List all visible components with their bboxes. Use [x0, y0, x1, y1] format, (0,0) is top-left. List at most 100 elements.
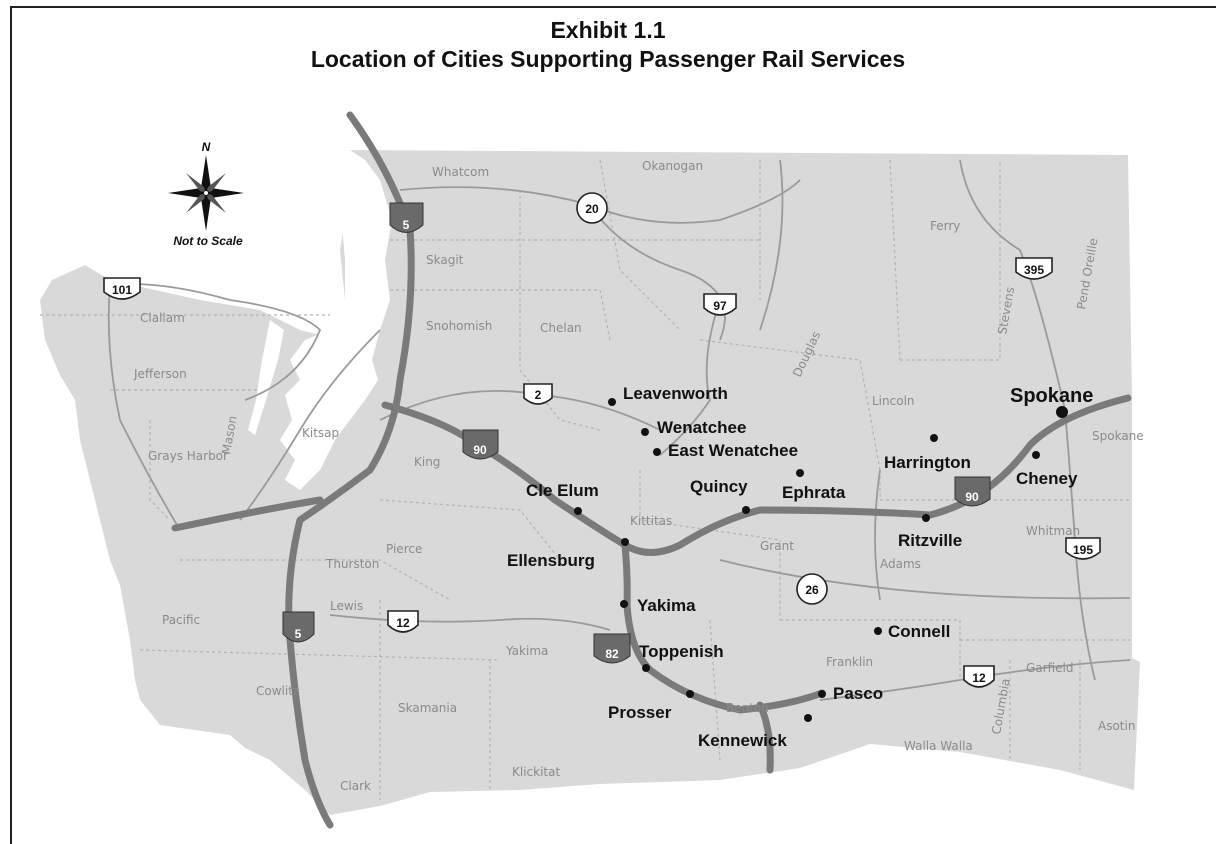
city-dot-kennewick — [804, 714, 812, 722]
city-dot-ephrata — [796, 469, 804, 477]
compass-rose-icon — [168, 155, 244, 231]
i90-west-shield: 90 — [462, 429, 499, 460]
city-dot-prosser — [686, 690, 694, 698]
us395-shield: 395 — [1015, 257, 1053, 280]
city-label-connell: Connell — [888, 622, 950, 641]
city-label-wenatchee: Wenatchee — [657, 418, 746, 437]
county-label: Pacific — [162, 613, 200, 627]
city-dot-harrington — [930, 434, 938, 442]
i5-north-shield: 5 — [389, 202, 424, 233]
county-label: Chelan — [540, 321, 582, 335]
exhibit-title: Exhibit 1.1 Location of Cities Supportin… — [0, 16, 1216, 74]
svg-text:5: 5 — [403, 218, 410, 232]
svg-text:395: 395 — [1024, 263, 1044, 277]
city-dot-wenatchee — [641, 428, 649, 436]
us12-east-shield: 12 — [963, 665, 995, 688]
hood-canal — [248, 320, 284, 435]
county-label: Yakima — [505, 644, 548, 658]
us12-west-shield: 12 — [387, 610, 419, 633]
city-labels: Spokane Leavenworth Wenatchee East Wenat… — [507, 384, 1093, 750]
city-label-kennewick: Kennewick — [698, 731, 787, 750]
city-label-leavenworth: Leavenworth — [623, 384, 728, 403]
exhibit-number: Exhibit 1.1 — [550, 17, 666, 43]
svg-text:20: 20 — [585, 202, 599, 216]
svg-text:101: 101 — [112, 283, 132, 297]
city-dot-quincy — [742, 506, 750, 514]
city-dot-ritzville — [922, 514, 930, 522]
county-label: Skagit — [426, 253, 464, 267]
county-label: Ferry — [930, 219, 960, 233]
city-dot-ellensburg — [621, 538, 629, 546]
city-dot-spokane — [1056, 406, 1068, 418]
city-label-ephrata: Ephrata — [782, 483, 846, 502]
city-dot-east-wenatchee — [653, 448, 661, 456]
county-label: Grays Harbor — [148, 449, 228, 463]
county-label: Asotin — [1098, 719, 1135, 733]
road-network — [107, 159, 1131, 701]
svg-text:97: 97 — [713, 299, 727, 313]
county-label: Pierce — [386, 542, 422, 556]
county-label: Whatcom — [432, 165, 489, 179]
svg-text:12: 12 — [972, 671, 986, 685]
city-label-harrington: Harrington — [884, 453, 971, 472]
city-dots — [574, 398, 1068, 722]
city-dot-toppenish — [642, 664, 650, 672]
county-label: Garfield — [1026, 661, 1073, 675]
county-label: Spokane — [1092, 429, 1144, 443]
county-label: Mason — [219, 415, 240, 456]
svg-text:90: 90 — [965, 490, 979, 504]
i90-east-shield: 90 — [954, 476, 991, 507]
city-dot-pasco — [818, 690, 826, 698]
county-label: Snohomish — [426, 319, 492, 333]
county-label: Klickitat — [512, 765, 560, 779]
city-dot-cheney — [1032, 451, 1040, 459]
city-label-toppenish: Toppenish — [639, 642, 724, 661]
us2-shield: 2 — [523, 383, 553, 405]
city-dot-connell — [874, 627, 882, 635]
i5-route — [285, 111, 415, 829]
sr20-shield: 20 — [576, 192, 608, 224]
county-label: Skamania — [398, 701, 457, 715]
city-label-cle-elum: Cle Elum — [526, 481, 599, 500]
county-label: Okanogan — [642, 159, 703, 173]
city-label-spokane: Spokane — [1010, 385, 1093, 407]
us97-shield: 97 — [703, 293, 737, 316]
city-label-east-wenatchee: East Wenatchee — [668, 441, 798, 460]
city-label-pasco: Pasco — [833, 684, 883, 703]
scale-note: Not to Scale — [173, 234, 243, 248]
county-label: Clark — [340, 779, 371, 793]
exhibit-caption: Location of Cities Supporting Passenger … — [310, 46, 906, 72]
county-label: Kittitas — [630, 514, 672, 528]
county-label: Benton — [726, 701, 769, 715]
city-label-ritzville: Ritzville — [898, 531, 962, 550]
city-dot-leavenworth — [608, 398, 616, 406]
state-landmass — [40, 150, 1140, 815]
sr26-shield: 26 — [796, 573, 828, 605]
i5-south-shield: 5 — [282, 611, 315, 643]
sr16-west — [171, 496, 324, 532]
city-label-yakima: Yakima — [637, 596, 696, 615]
svg-text:82: 82 — [605, 647, 619, 661]
county-label: Cowlitz — [256, 684, 299, 698]
city-label-cheney: Cheney — [1016, 469, 1078, 488]
svg-text:90: 90 — [473, 443, 487, 457]
county-labels: Whatcom Okanogan Ferry Stevens Pend Orei… — [133, 159, 1144, 793]
county-label: Clallam — [140, 311, 185, 325]
i82-shield: 82 — [593, 633, 631, 664]
compass-north-label: N — [202, 140, 211, 154]
county-label: King — [414, 455, 440, 469]
county-label: Adams — [880, 557, 921, 571]
svg-text:26: 26 — [805, 583, 819, 597]
i82-route — [621, 541, 826, 714]
county-label: Jefferson — [133, 367, 187, 381]
county-label: Lewis — [330, 599, 363, 613]
county-label: Lincoln — [872, 394, 915, 408]
us101-shield: 101 — [103, 277, 141, 300]
us195-shield: 195 — [1065, 537, 1101, 560]
county-label: Franklin — [826, 655, 873, 669]
city-label-quincy: Quincy — [690, 477, 748, 496]
city-label-ellensburg: Ellensburg — [507, 551, 595, 570]
city-label-prosser: Prosser — [608, 703, 672, 722]
i182-route — [756, 701, 774, 774]
